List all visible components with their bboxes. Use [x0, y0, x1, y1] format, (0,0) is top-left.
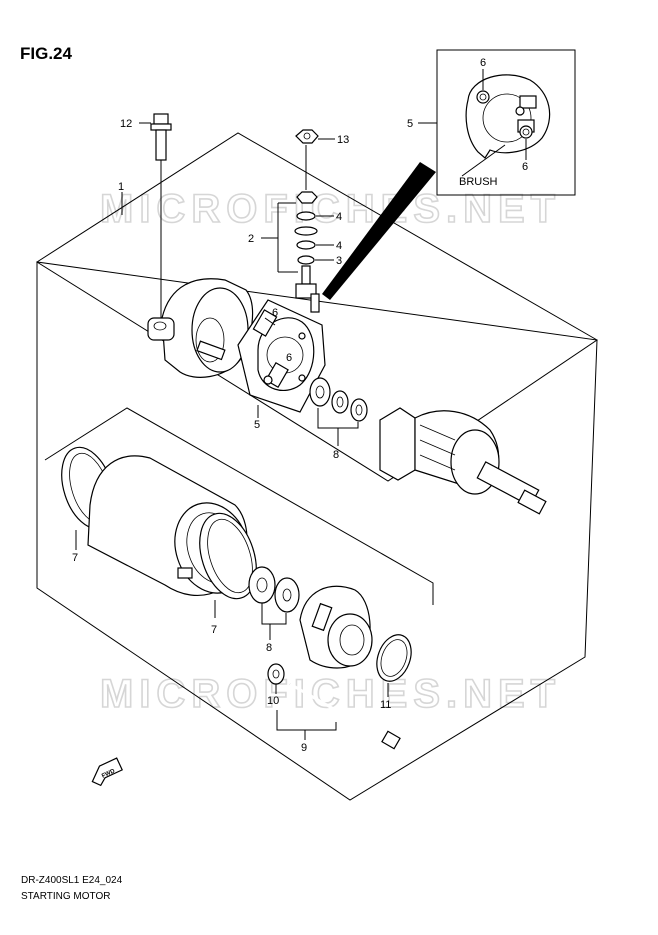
- assembly-frame-outline: [36, 261, 598, 801]
- callout-9: 9: [301, 742, 307, 754]
- bolt-12: [150, 113, 172, 161]
- callout-5-plate: 5: [254, 419, 260, 431]
- callout-3: 3: [336, 255, 342, 267]
- inset-leader-wedge: [322, 162, 436, 300]
- fwd-label: FWD: [101, 768, 117, 779]
- callout-5-inset: 5: [407, 118, 413, 130]
- washer-10: [267, 663, 285, 685]
- callout-1: 1: [118, 181, 124, 193]
- o-ring-11: [376, 634, 412, 682]
- fwd-arrow-icon: FWD: [91, 757, 123, 787]
- callout-8-upper: 8: [333, 449, 339, 461]
- terminal-stack: [294, 191, 320, 313]
- housing-frame: [44, 407, 434, 605]
- watermark-top: MICROFICHES.NET: [100, 187, 561, 231]
- callout-11: 11: [380, 699, 391, 711]
- callout-6-plate-top: 6: [272, 307, 278, 319]
- washers-upper: [309, 377, 368, 422]
- callout-4-lower: 4: [336, 240, 342, 252]
- rear-cover: [147, 278, 254, 378]
- inset-brush-plate: [465, 74, 551, 159]
- callout-4-upper: 4: [336, 211, 342, 223]
- figure-title: FIG.24: [20, 44, 73, 63]
- footer-code: DR-Z400SL1 E24_024: [21, 875, 123, 886]
- callout-7-left: 7: [72, 552, 78, 564]
- watermark-bottom: MICROFICHES.NET: [100, 672, 561, 716]
- washers-lower: [248, 566, 300, 613]
- callout-12: 12: [120, 118, 132, 130]
- o-ring-right: [199, 512, 257, 600]
- footer-caption: STARTING MOTOR: [21, 891, 111, 902]
- callout-6-inset-bottom: 6: [522, 161, 528, 173]
- armature: [379, 407, 547, 515]
- brush-plate: [237, 299, 326, 413]
- through-bolt: [289, 682, 401, 750]
- front-bracket: [299, 585, 373, 669]
- callout-8-lower: 8: [266, 642, 272, 654]
- callout-7-right: 7: [211, 624, 217, 636]
- nut-13: [295, 129, 319, 144]
- callout-10: 10: [267, 695, 279, 707]
- callout-6-plate-mid: 6: [286, 352, 292, 364]
- brush-label: BRUSH: [459, 176, 498, 188]
- callout-2: 2: [248, 233, 254, 245]
- callout-6-inset-top: 6: [480, 57, 486, 69]
- callout-13: 13: [337, 134, 349, 146]
